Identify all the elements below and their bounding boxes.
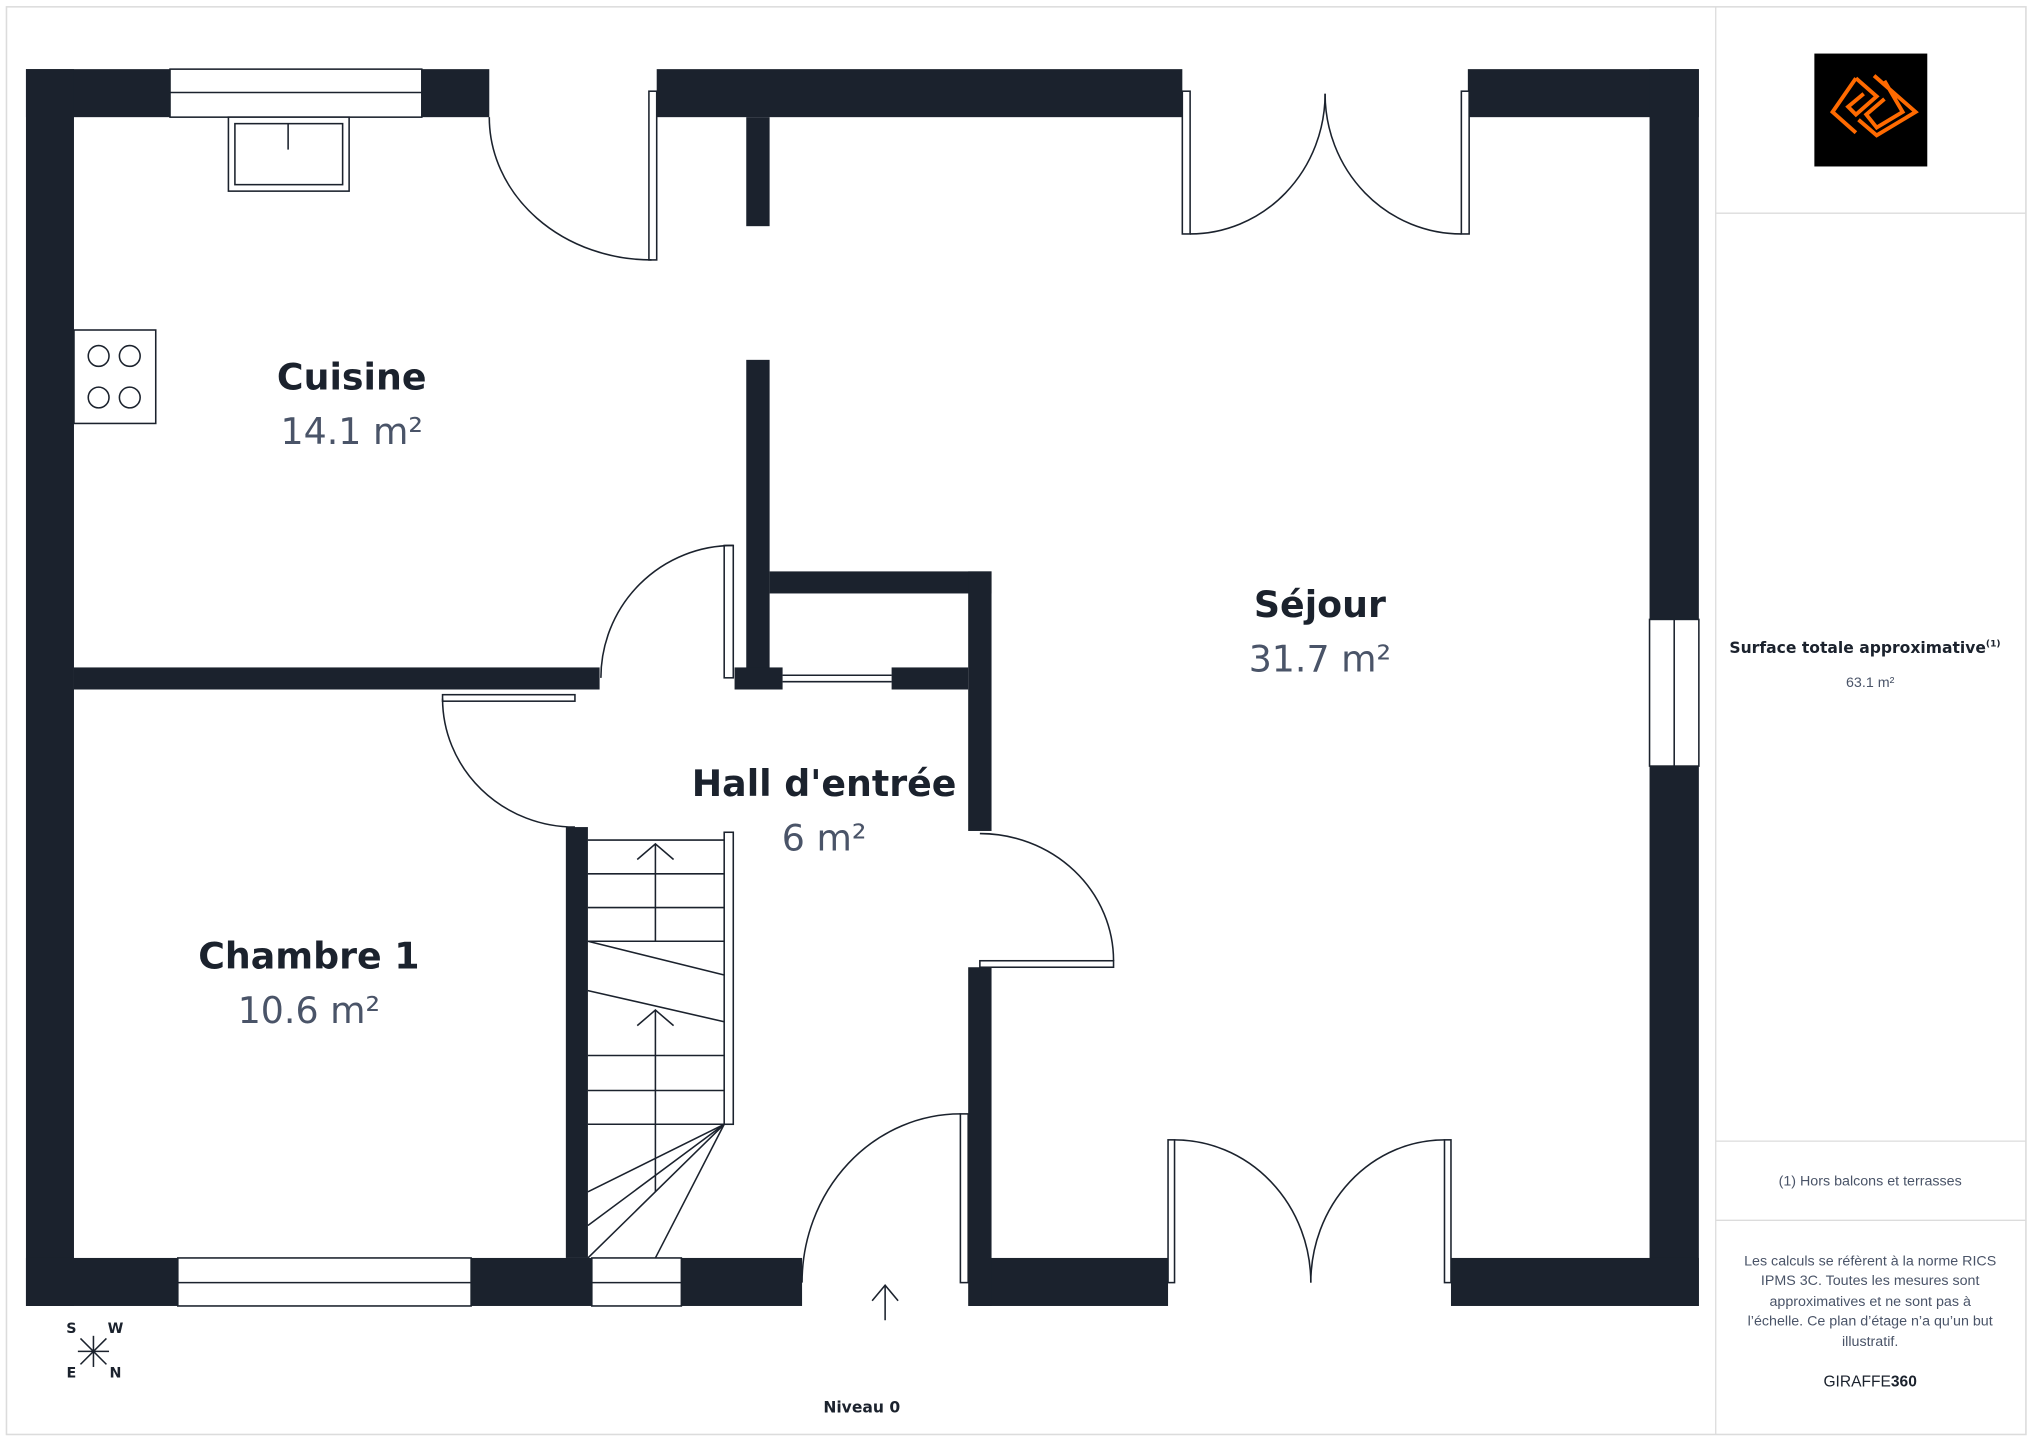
staircase — [587, 831, 735, 1259]
footnote: (1) Hors balcons et terrasses — [1779, 1173, 1962, 1189]
page-frame — [5, 6, 2027, 1436]
walls — [25, 69, 1699, 1306]
disclaimer-line: IPMS 3C. Toutes les mesures sont — [1761, 1273, 1980, 1289]
stove-icon — [73, 329, 157, 425]
disclaimer-line: l’échelle. Ce plan d’étage n’a qu’un but — [1748, 1313, 1993, 1329]
room-area-cuisine: 14.1 m² — [281, 410, 423, 453]
room-area-sejour: 31.7 m² — [1249, 637, 1391, 680]
doors — [441, 90, 1470, 1284]
compass-n: N — [110, 1365, 122, 1381]
compass-e: E — [67, 1365, 77, 1381]
compass-s: S — [66, 1321, 76, 1337]
windows — [169, 68, 1700, 1307]
room-name-cuisine: Cuisine — [277, 356, 427, 399]
total-surface-label: Surface totale approximative(1) — [1729, 639, 2000, 657]
brand-logo — [1814, 53, 1928, 167]
disclaimer-line: illustratif. — [1842, 1334, 1898, 1350]
disclaimer-line: Les calculs se réfèrent à la norme RICS — [1744, 1254, 1996, 1270]
room-name-sejour: Séjour — [1254, 583, 1386, 626]
room-name-hall: Hall d'entrée — [692, 762, 957, 805]
disclaimer-line: approximatives et ne sont pas à — [1769, 1294, 1970, 1310]
kitchen-sink-icon — [227, 116, 350, 192]
room-name-chambre: Chambre 1 — [198, 935, 419, 978]
brand-wordmark: GIRAFFE360 — [1823, 1373, 1917, 1390]
room-area-hall: 6 m² — [782, 816, 867, 859]
compass-icon — [77, 1335, 110, 1367]
compass-w: W — [108, 1321, 124, 1337]
level-label: Niveau 0 — [823, 1398, 900, 1416]
room-area-chambre: 10.6 m² — [238, 989, 380, 1032]
total-surface-value: 63.1 m² — [1846, 675, 1895, 691]
entrance-arrow-icon — [871, 1283, 899, 1321]
